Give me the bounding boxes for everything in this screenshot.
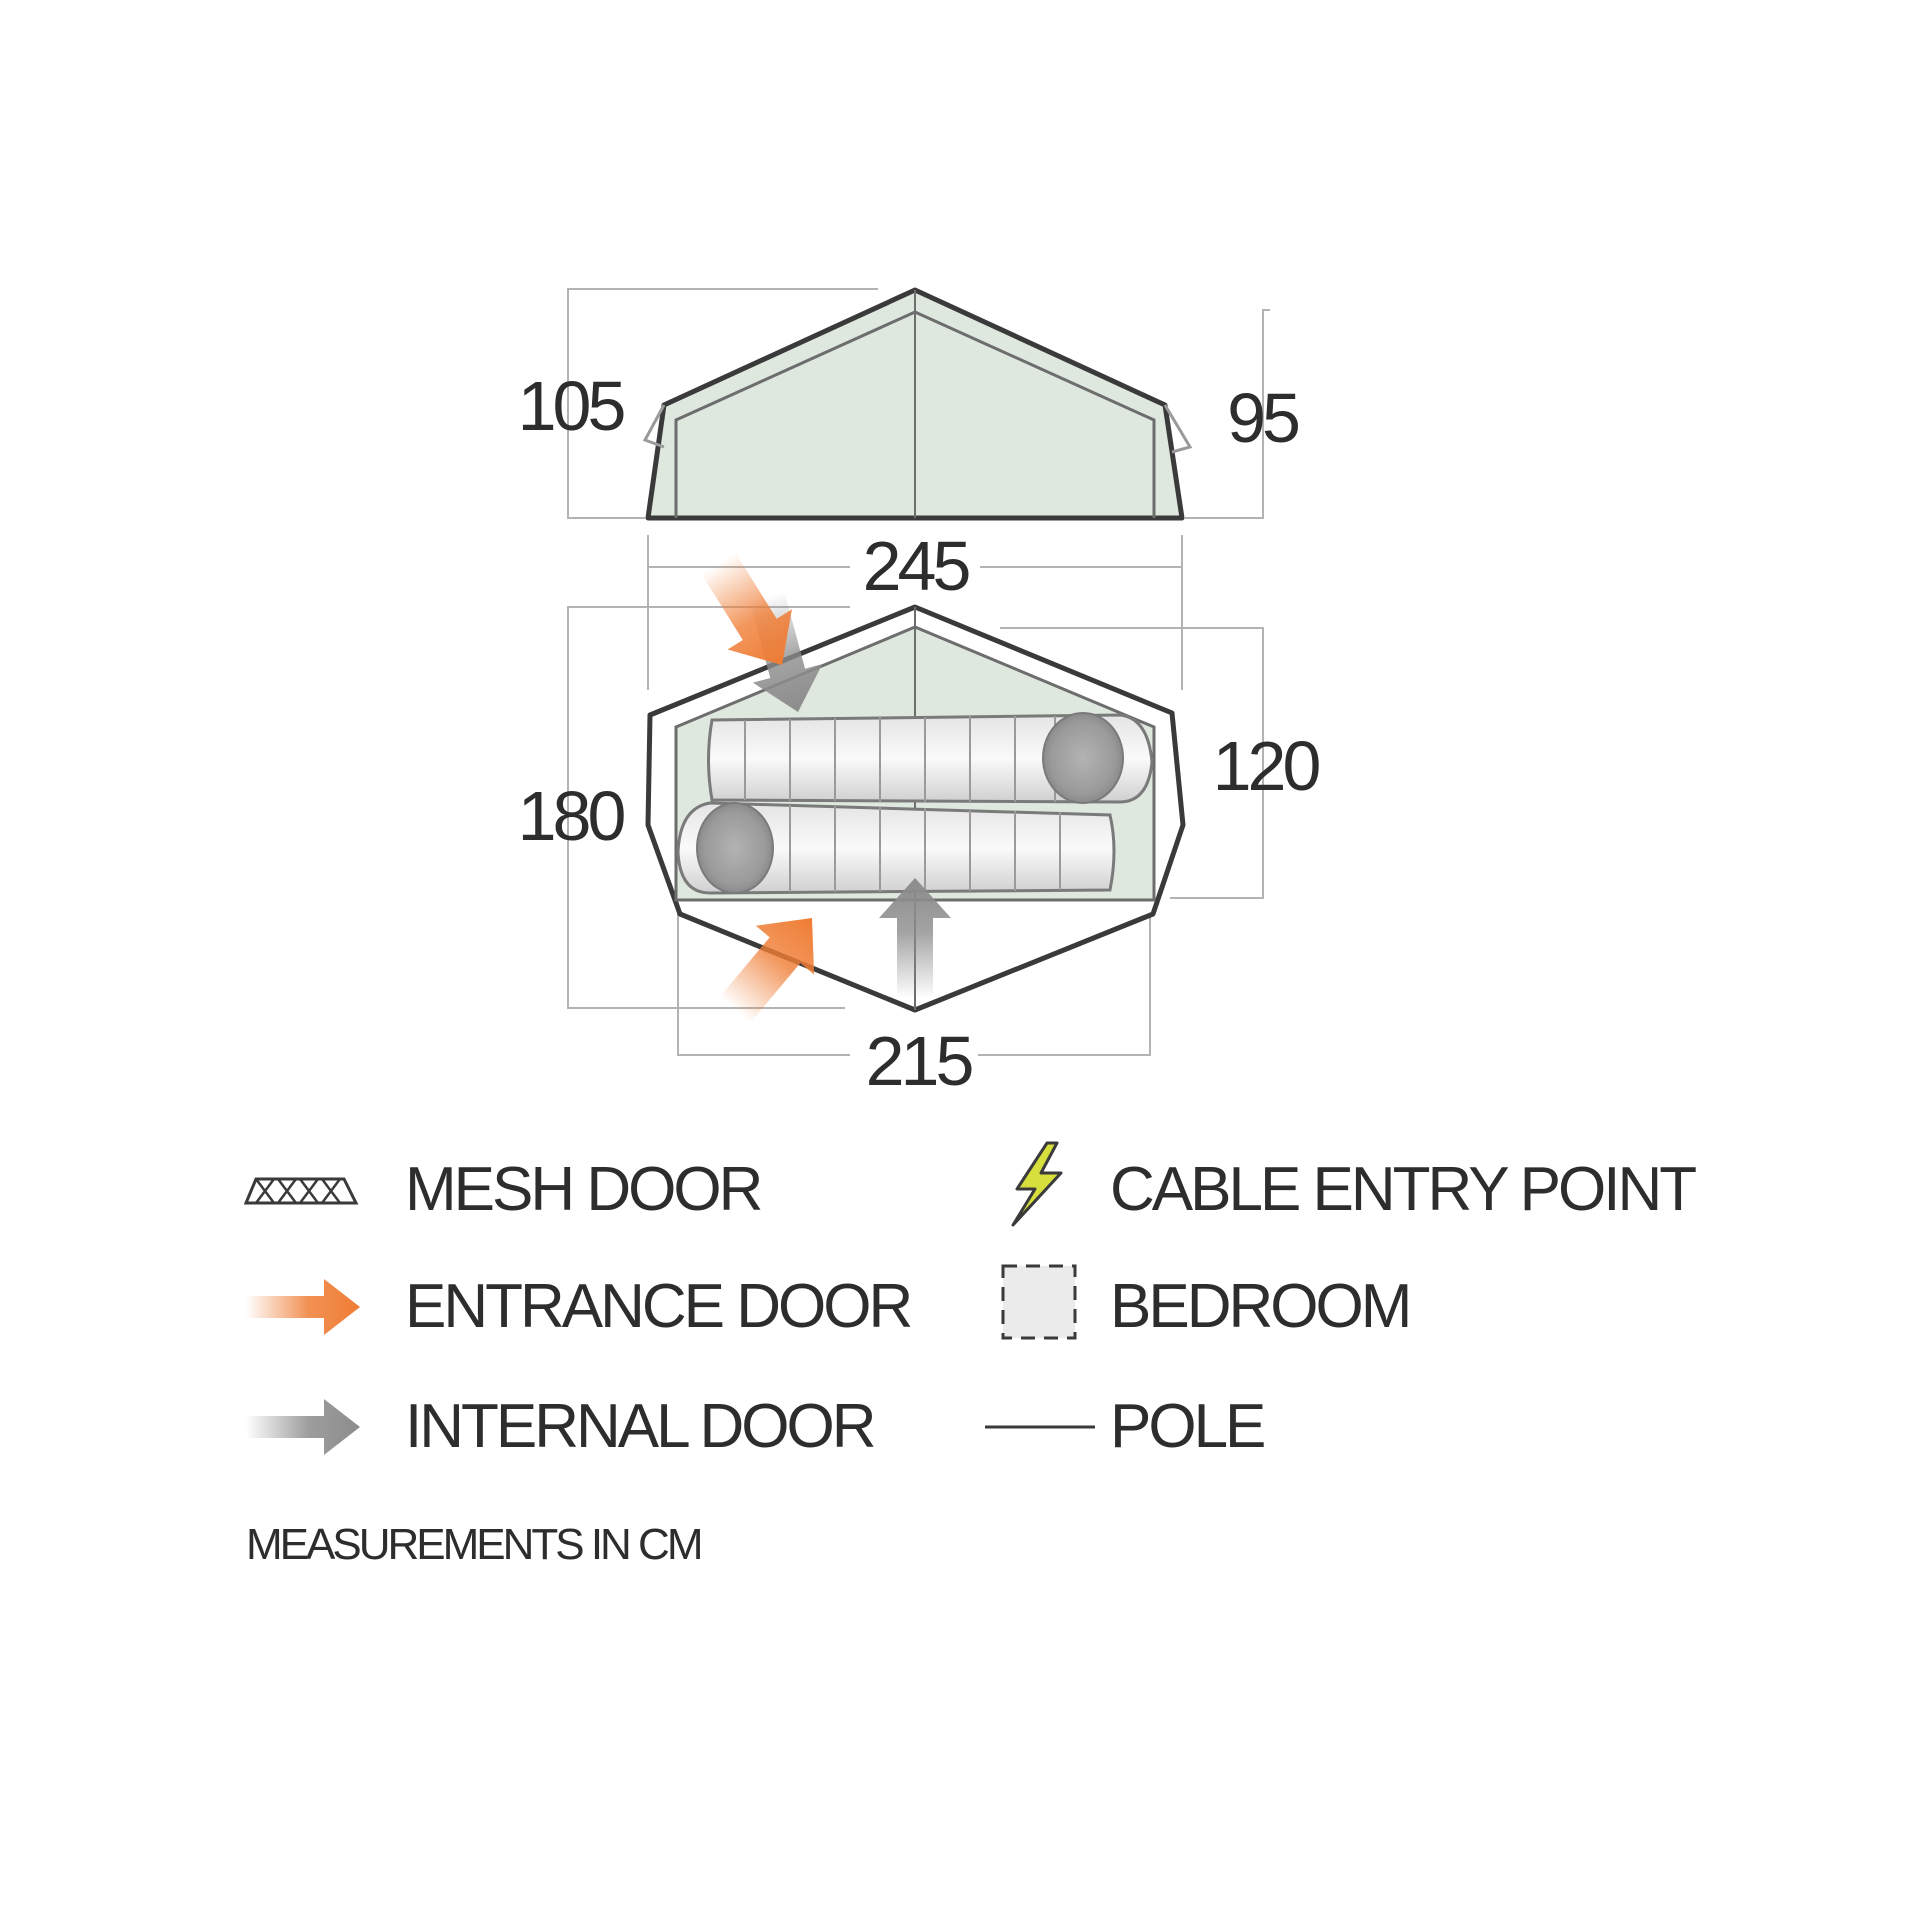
legend-label-pole: POLE [1110, 1392, 1266, 1461]
mesh-door-icon [244, 1177, 359, 1205]
sleeping-bag-head [1042, 712, 1124, 804]
internal-door-arrow-bottom [879, 878, 951, 998]
line-icon [985, 1425, 1095, 1429]
measurements-note: MEASUREMENTS IN CM [246, 1520, 703, 1569]
dimension-length-top: 245 [863, 527, 969, 605]
dimension-lines-side [567, 288, 1270, 519]
legend-item-bedroom: BEDROOM [985, 1262, 1505, 1352]
legend-item-entrance-door: ENTRANCE DOOR [240, 1262, 920, 1352]
legend-label-internal-door: INTERNAL DOOR [405, 1392, 877, 1461]
side-elevation [642, 287, 1193, 521]
dimension-width-right: 120 [1213, 727, 1320, 805]
sleeping-bag-head [696, 802, 774, 894]
legend-item-internal-door: INTERNAL DOOR [240, 1382, 920, 1472]
legend-item-cable-entry-point: CABLE ENTRY POINT [985, 1141, 1745, 1235]
legend-label-bedroom: BEDROOM [1110, 1272, 1412, 1341]
dimension-lines-length-top [647, 535, 1183, 690]
dimension-length-bottom: 215 [866, 1022, 972, 1100]
tent-diagram: 105 95 245 [518, 287, 1323, 1100]
grey-arrow-icon [246, 1399, 360, 1455]
orange-arrow-icon [246, 1279, 360, 1335]
entrance-door-arrow-bottom [719, 918, 815, 1023]
dimension-height-right: 95 [1227, 379, 1298, 457]
entrance-door-arrow-top [701, 552, 792, 665]
dimension-width-left: 180 [518, 777, 625, 855]
sleeping-bag-lower [676, 801, 1116, 895]
legend-label-mesh-door: MESH DOOR [405, 1155, 763, 1224]
dashed-square-icon [1001, 1264, 1077, 1340]
lightning-bolt-icon [1011, 1141, 1063, 1227]
legend-label-entrance-door: ENTRANCE DOOR [405, 1272, 913, 1341]
dimension-lines-plan [567, 606, 1264, 1056]
legend-label-cable-entry-point: CABLE ENTRY POINT [1110, 1155, 1697, 1224]
legend-item-mesh-door: MESH DOOR [240, 1145, 800, 1235]
sleeping-bag-upper [707, 712, 1154, 804]
dimension-height-left: 105 [518, 367, 624, 445]
legend-item-pole: POLE [985, 1382, 1405, 1472]
